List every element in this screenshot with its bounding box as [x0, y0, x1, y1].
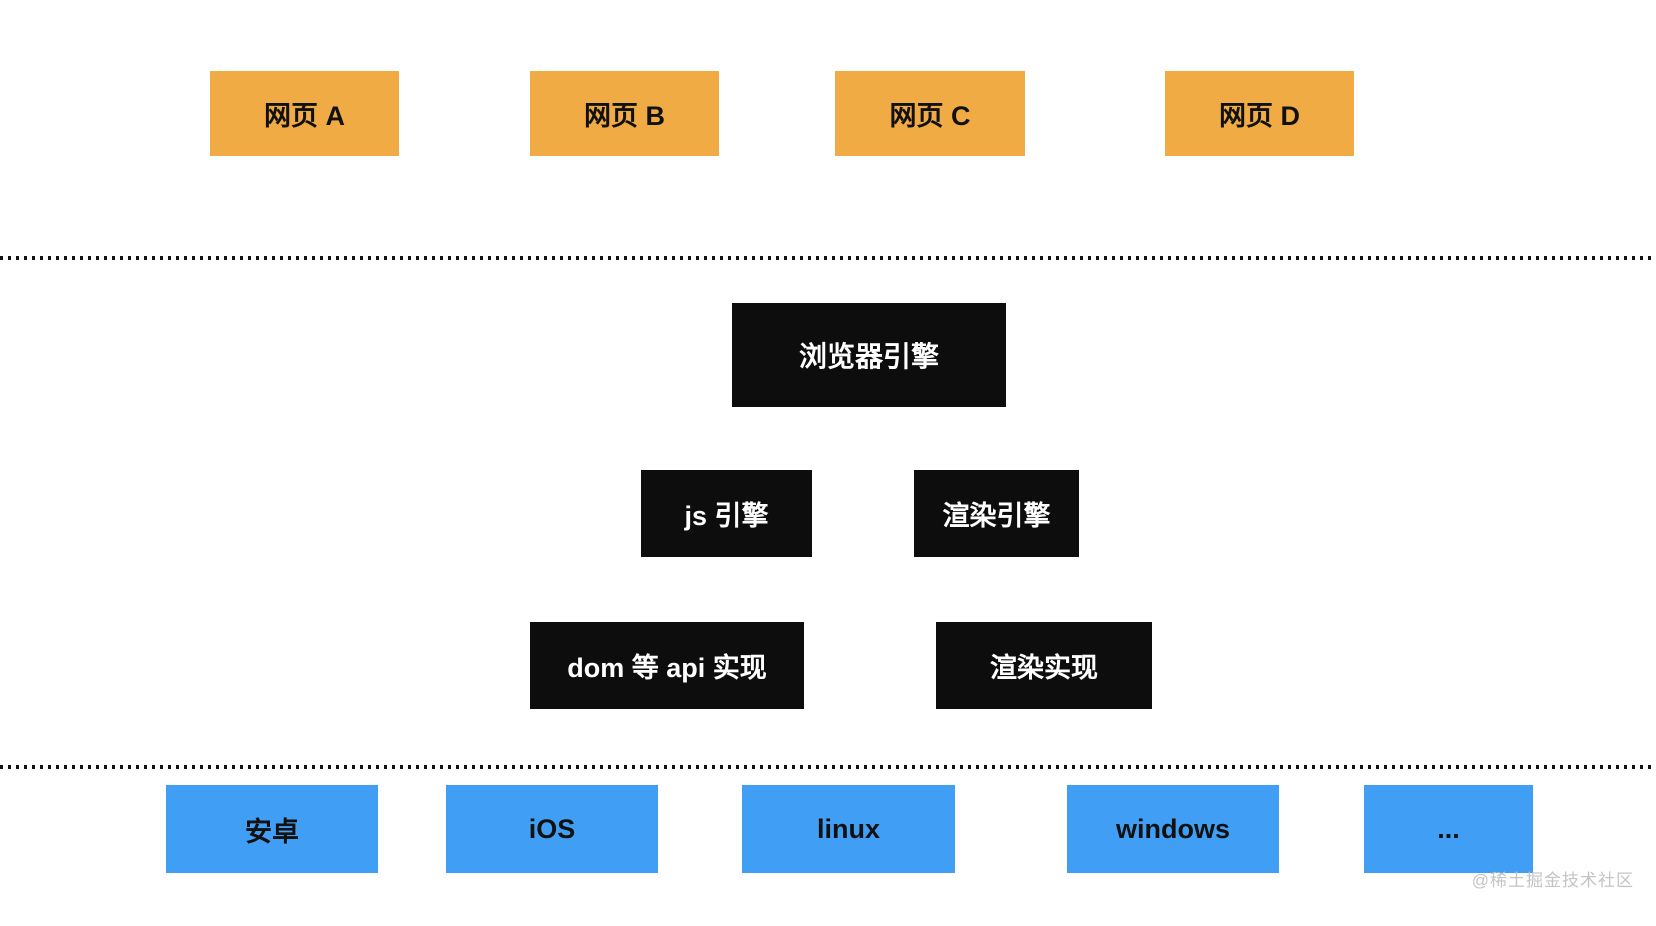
- js-engine-box: js 引擎: [641, 470, 812, 557]
- webpage-box-b: 网页 B: [530, 71, 719, 156]
- webpage-box-d: 网页 D: [1165, 71, 1354, 156]
- render-engine-box: 渲染引擎: [914, 470, 1079, 557]
- watermark: @稀土掘金技术社区: [1471, 871, 1634, 890]
- separator-top: [0, 256, 1656, 260]
- platform-box-more: ...: [1364, 785, 1533, 873]
- browser-engine-box: 浏览器引擎: [732, 303, 1006, 407]
- platform-box-android: 安卓: [166, 785, 378, 873]
- platform-box-linux: linux: [742, 785, 955, 873]
- dom-api-impl-box: dom 等 api 实现: [530, 622, 804, 709]
- webpage-box-a: 网页 A: [210, 71, 399, 156]
- separator-bottom: [0, 765, 1656, 769]
- platform-box-windows: windows: [1067, 785, 1279, 873]
- render-impl-box: 渲染实现: [936, 622, 1152, 709]
- platform-box-ios: iOS: [446, 785, 658, 873]
- webpage-box-c: 网页 C: [835, 71, 1025, 156]
